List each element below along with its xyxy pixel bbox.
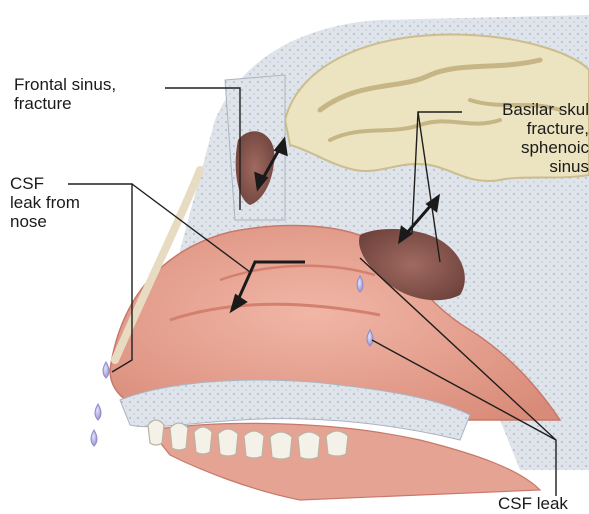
label-line: CSF leak bbox=[498, 494, 568, 513]
label-csf-leak-from-nose: CSF leak from nose bbox=[10, 174, 80, 231]
label-line: CSF bbox=[10, 174, 80, 193]
label-line: sphenoic bbox=[468, 138, 589, 157]
label-csf-leak: CSF leak bbox=[498, 494, 568, 513]
label-basilar-skull-fracture: Basilar skul fracture, sphenoic sinus bbox=[468, 100, 589, 176]
label-line: nose bbox=[10, 212, 80, 231]
label-line: leak from bbox=[10, 193, 80, 212]
label-frontal-sinus-fracture: Frontal sinus, fracture bbox=[14, 75, 116, 113]
label-line: fracture bbox=[14, 94, 116, 113]
label-line: Frontal sinus, bbox=[14, 75, 116, 94]
label-line: sinus bbox=[468, 157, 589, 176]
label-line: Basilar skul bbox=[468, 100, 589, 119]
label-line: fracture, bbox=[468, 119, 589, 138]
